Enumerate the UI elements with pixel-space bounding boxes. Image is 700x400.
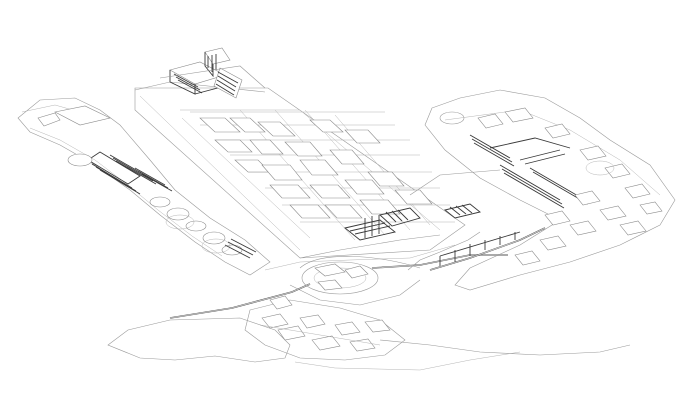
coastline-south <box>107 317 631 371</box>
central-interchange <box>264 244 456 306</box>
central-block-grid <box>134 81 466 259</box>
bridge-east <box>371 227 546 271</box>
south-village-cluster <box>244 295 406 361</box>
west-waterfront-strip <box>17 97 271 276</box>
elevated-highway-west <box>169 283 311 319</box>
east-district <box>409 89 676 291</box>
north-landmark-building <box>159 47 266 99</box>
